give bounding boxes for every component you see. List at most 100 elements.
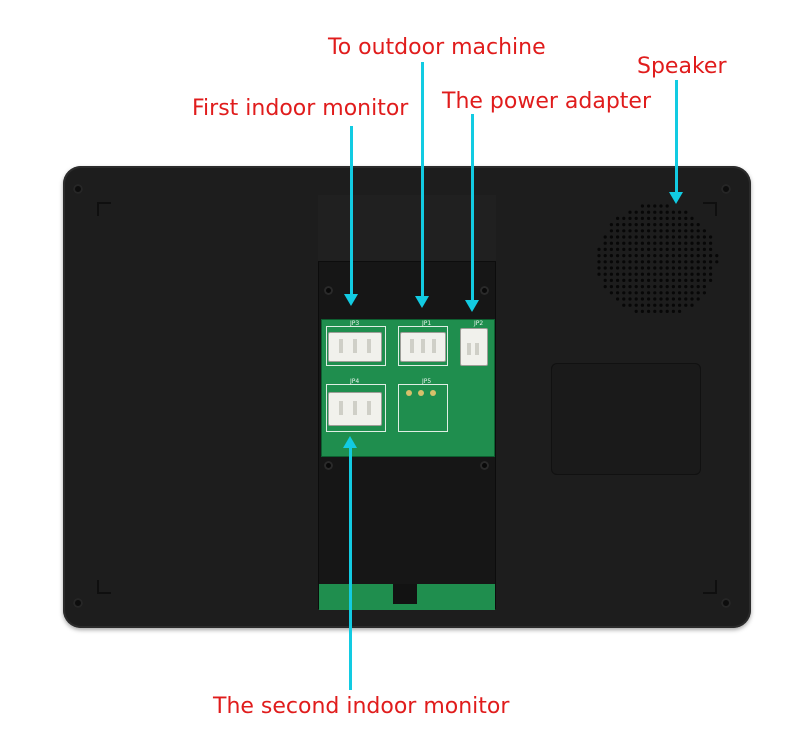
solder-pads bbox=[406, 390, 438, 398]
speaker-hole bbox=[684, 260, 688, 264]
speaker-hole bbox=[616, 272, 620, 276]
speaker-hole bbox=[696, 247, 700, 251]
speaker-hole bbox=[671, 223, 675, 227]
label-first-indoor-monitor: First indoor monitor bbox=[192, 96, 409, 121]
speaker-hole bbox=[603, 254, 607, 258]
speaker-hole bbox=[628, 266, 632, 270]
speaker-hole bbox=[690, 254, 694, 258]
speaker-hole bbox=[603, 278, 607, 282]
speaker-hole bbox=[659, 297, 663, 301]
speaker-hole bbox=[684, 291, 688, 295]
corner-mark bbox=[97, 580, 111, 594]
speaker-hole bbox=[690, 278, 694, 282]
speaker-hole bbox=[696, 272, 700, 276]
pointer-first-indoor bbox=[350, 126, 353, 294]
speaker-hole bbox=[678, 247, 682, 251]
slot-cover bbox=[318, 195, 496, 262]
speaker-hole bbox=[659, 291, 663, 295]
speaker-hole bbox=[622, 223, 626, 227]
speaker-hole bbox=[647, 266, 651, 270]
speaker-hole bbox=[653, 216, 657, 220]
speaker-hole bbox=[659, 204, 663, 208]
speaker-hole bbox=[690, 216, 694, 220]
speaker-hole bbox=[609, 241, 613, 245]
speaker-hole bbox=[671, 303, 675, 307]
speaker-hole bbox=[634, 291, 638, 295]
speaker-hole bbox=[634, 260, 638, 264]
speaker-hole bbox=[684, 297, 688, 301]
speaker-hole bbox=[715, 254, 719, 258]
speaker-hole bbox=[647, 204, 651, 208]
speaker-hole bbox=[622, 235, 626, 239]
speaker-hole bbox=[684, 216, 688, 220]
speaker-hole bbox=[690, 241, 694, 245]
speaker-hole bbox=[616, 254, 620, 258]
speaker-hole bbox=[634, 266, 638, 270]
speaker-hole bbox=[634, 254, 638, 258]
pcb-marking: JP1 bbox=[422, 320, 432, 327]
speaker-hole bbox=[653, 272, 657, 276]
speaker-hole bbox=[690, 303, 694, 307]
label-power-adapter: The power adapter bbox=[442, 89, 651, 114]
speaker-hole bbox=[634, 272, 638, 276]
speaker-hole bbox=[702, 254, 706, 258]
speaker-hole bbox=[634, 278, 638, 282]
pointer-outdoor-arrowhead bbox=[415, 296, 429, 308]
speaker-hole bbox=[659, 272, 663, 276]
silkscreen-outline bbox=[398, 326, 448, 366]
speaker-hole bbox=[616, 278, 620, 282]
speaker-hole bbox=[678, 210, 682, 214]
speaker-hole bbox=[597, 260, 601, 264]
speaker-hole bbox=[647, 303, 651, 307]
speaker-hole bbox=[678, 285, 682, 289]
speaker-hole bbox=[640, 241, 644, 245]
speaker-hole bbox=[653, 303, 657, 307]
speaker-hole bbox=[684, 272, 688, 276]
speaker-hole bbox=[709, 272, 713, 276]
speaker-hole bbox=[653, 204, 657, 208]
speaker-hole bbox=[640, 291, 644, 295]
speaker-hole bbox=[665, 216, 669, 220]
speaker-hole bbox=[696, 229, 700, 233]
speaker-hole bbox=[628, 285, 632, 289]
speaker-hole bbox=[665, 272, 669, 276]
speaker-hole bbox=[690, 291, 694, 295]
speaker-hole bbox=[659, 241, 663, 245]
speaker-hole bbox=[640, 285, 644, 289]
speaker-hole bbox=[684, 303, 688, 307]
speaker-hole bbox=[628, 303, 632, 307]
speaker-hole bbox=[628, 241, 632, 245]
speaker-hole bbox=[709, 254, 713, 258]
speaker-hole bbox=[709, 278, 713, 282]
screw bbox=[721, 184, 731, 194]
label-second-indoor-monitor: The second indoor monitor bbox=[213, 694, 510, 719]
speaker-hole bbox=[665, 247, 669, 251]
speaker-hole bbox=[696, 260, 700, 264]
speaker-hole bbox=[659, 254, 663, 258]
speaker-hole bbox=[671, 285, 675, 289]
speaker-hole bbox=[659, 229, 663, 233]
speaker-hole bbox=[628, 291, 632, 295]
speaker-hole bbox=[609, 285, 613, 289]
speaker-hole bbox=[609, 235, 613, 239]
speaker-grille bbox=[597, 204, 719, 313]
speaker-hole bbox=[653, 247, 657, 251]
speaker-hole bbox=[709, 235, 713, 239]
speaker-hole bbox=[678, 297, 682, 301]
speaker-hole bbox=[702, 285, 706, 289]
speaker-hole bbox=[628, 260, 632, 264]
speaker-hole bbox=[684, 210, 688, 214]
speaker-hole bbox=[671, 247, 675, 251]
speaker-hole bbox=[622, 266, 626, 270]
speaker-hole bbox=[671, 254, 675, 258]
speaker-hole bbox=[628, 254, 632, 258]
speaker-hole bbox=[622, 285, 626, 289]
speaker-hole bbox=[653, 291, 657, 295]
speaker-hole bbox=[665, 309, 669, 313]
speaker-hole bbox=[647, 272, 651, 276]
speaker-hole bbox=[609, 291, 613, 295]
speaker-hole bbox=[690, 223, 694, 227]
speaker-hole bbox=[647, 285, 651, 289]
speaker-hole bbox=[647, 297, 651, 301]
corner-mark bbox=[703, 202, 717, 216]
